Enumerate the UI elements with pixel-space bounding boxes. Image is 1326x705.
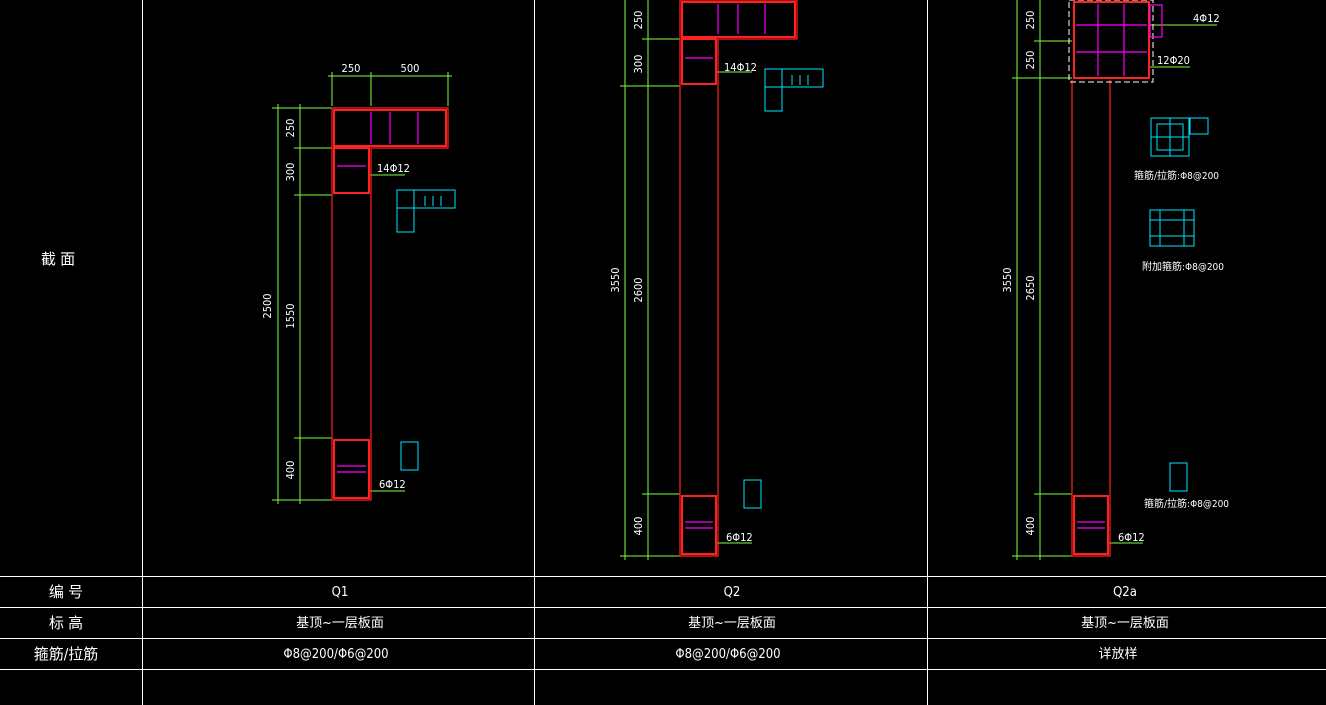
q2-rebar-lower: 6Φ12 <box>726 531 753 544</box>
q2-left-dim-4: 400 <box>632 517 645 536</box>
q2-wall-outline <box>679 0 798 557</box>
q2a-ties <box>1076 4 1163 529</box>
q2a-dimension-lines <box>1012 0 1217 560</box>
col3-elevation: 基顶~一层板面 <box>1081 616 1169 631</box>
q2a-bottom-rebar-cage <box>1073 495 1109 555</box>
q1-left-dim-1: 250 <box>284 119 297 138</box>
q1-detail-sketch <box>396 189 456 471</box>
q1-top-dim-250: 250 <box>342 62 361 75</box>
q2a-left-dim-4: 400 <box>1024 517 1037 536</box>
q1-section: 250 500 250 300 1550 400 2500 14Φ12 6Φ12 <box>261 62 456 504</box>
q2-section: 250 300 2600 400 3550 14Φ12 6Φ12 <box>609 0 824 560</box>
col2-number: Q2 <box>724 585 741 600</box>
q2-detail-sketch <box>743 68 824 509</box>
q2-left-dim-1: 250 <box>632 11 645 30</box>
row-label-number: 编 号 <box>49 583 83 601</box>
q2-dimension-lines <box>620 0 752 560</box>
col1-number: Q1 <box>332 585 349 600</box>
q2-ties <box>685 4 766 529</box>
q2-top-rebar-cage <box>681 1 796 38</box>
q1-wall-outline <box>331 107 449 501</box>
q2a-left-dim-2: 250 <box>1024 51 1037 70</box>
q2a-wall-outline <box>1071 80 1111 557</box>
q2a-detail-note-3: 箍筋/拉筋:Φ8@200 <box>1144 497 1229 510</box>
q1-left-dim-3: 1550 <box>284 303 297 328</box>
col1-stirrup: Φ8@200/Φ6@200 <box>283 647 388 662</box>
q2-corner-rebar-cage <box>681 38 717 85</box>
q1-rebar-upper: 14Φ12 <box>377 162 410 175</box>
q1-left-dim-4: 400 <box>284 461 297 480</box>
q2-left-dim-3: 2600 <box>632 277 645 302</box>
q1-top-rebar-cage <box>333 109 447 147</box>
col3-stirrup: 详放样 <box>1098 647 1137 662</box>
row-label-elevation: 标 高 <box>49 614 83 632</box>
q2a-section: 250 250 2650 400 3550 4Φ12 12Φ20 6Φ12 箍筋… <box>1001 0 1229 560</box>
row-label-section: 截 面 <box>41 250 75 268</box>
col3-number: Q2a <box>1113 585 1137 600</box>
q2a-total-dim: 3550 <box>1001 267 1014 292</box>
col1-elevation: 基顶~一层板面 <box>296 616 384 631</box>
q2a-rebar-mid: 12Φ20 <box>1157 54 1190 67</box>
q2a-detail-note-2: 附加箍筋:Φ8@200 <box>1142 260 1224 273</box>
q2a-detail-sketch <box>1149 117 1209 492</box>
q2a-left-dim-1: 250 <box>1024 11 1037 30</box>
q2-rebar-upper: 14Φ12 <box>724 61 757 74</box>
q2a-detail-note-1: 箍筋/拉筋:Φ8@200 <box>1134 169 1219 182</box>
q2a-dashed-outline <box>1068 0 1154 83</box>
q2-bottom-rebar-cage <box>681 495 717 555</box>
q1-left-dim-2: 300 <box>284 163 297 182</box>
q1-rebar-lower: 6Φ12 <box>379 478 406 491</box>
q2a-top-rebar-cage <box>1073 1 1150 79</box>
row-label-stirrup: 箍筋/拉筋 <box>34 645 99 663</box>
q1-bottom-rebar-cage <box>333 439 370 499</box>
q2-total-dim: 3550 <box>609 267 622 292</box>
q2a-left-dim-3: 2650 <box>1024 275 1037 300</box>
q1-corner-rebar-cage <box>333 147 370 194</box>
q1-dimension-lines <box>272 72 452 504</box>
q1-total-dim: 2500 <box>261 293 274 318</box>
q2-left-dim-2: 300 <box>632 55 645 74</box>
q1-ties <box>337 112 419 473</box>
q1-top-dim-500: 500 <box>401 62 420 75</box>
q2a-rebar-lower: 6Φ12 <box>1118 531 1145 544</box>
col2-stirrup: Φ8@200/Φ6@200 <box>675 647 780 662</box>
q2a-rebar-top: 4Φ12 <box>1193 12 1220 25</box>
col2-elevation: 基顶~一层板面 <box>688 616 776 631</box>
